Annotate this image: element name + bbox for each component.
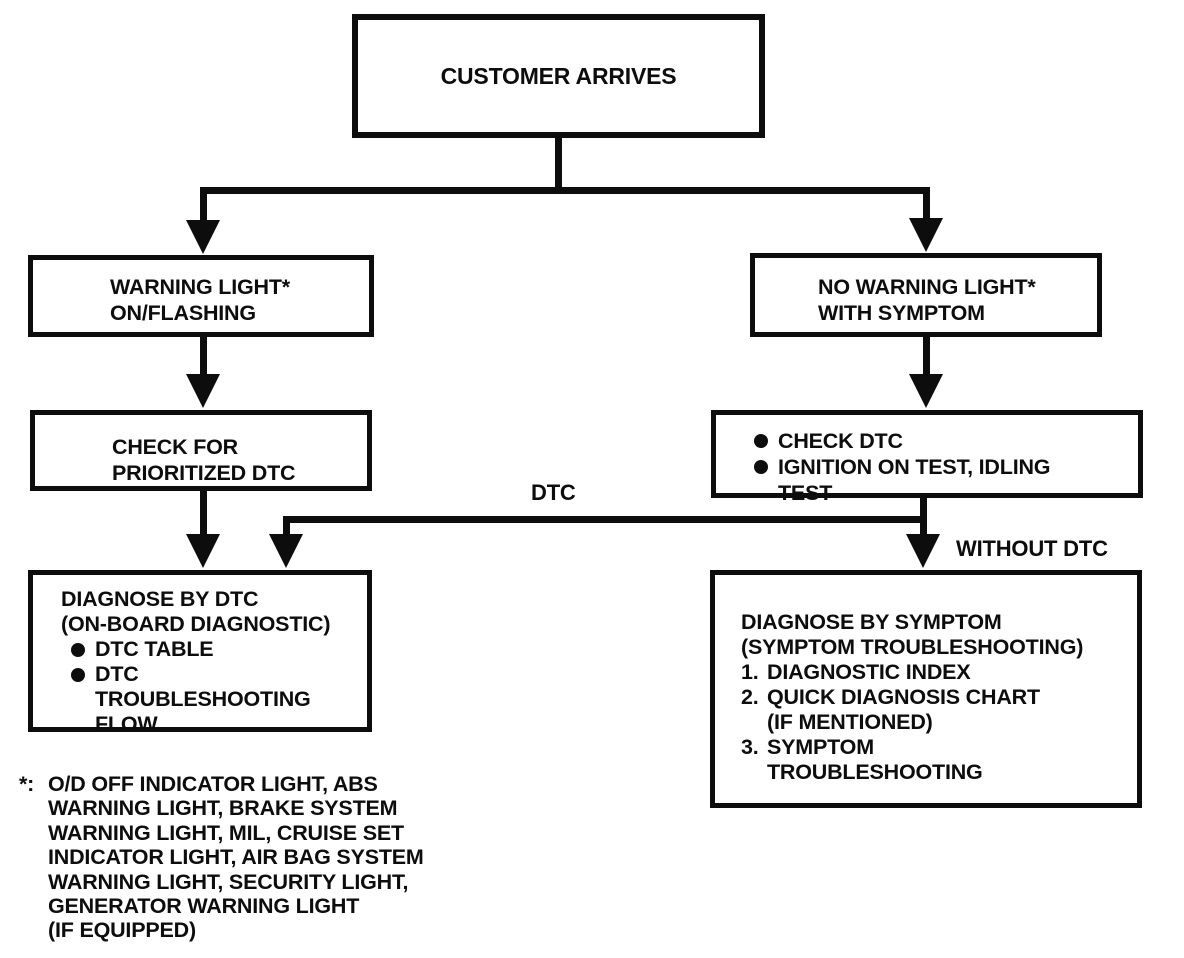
connector-dtc-horizontal — [283, 516, 927, 523]
connector-customer-to-branch — [555, 135, 562, 192]
node-diagnose-by-dtc: DIAGNOSE BY DTC (ON-BOARD DIAGNOSTIC) DT… — [28, 570, 372, 736]
bullet-icon — [71, 643, 85, 657]
connector-checkdtc-to-symptom — [920, 496, 927, 539]
item-text-line: DIAGNOSTIC INDEX — [767, 660, 971, 684]
item-number: 1. — [741, 660, 759, 684]
edge-label-dtc: DTC — [531, 480, 576, 505]
bullet-text-line: TEST — [778, 481, 833, 505]
footnote-line: WARNING LIGHT, MIL, CRUISE SET — [48, 820, 404, 845]
node-check-dtc-tests: CHECK DTC IGNITION ON TEST, IDLING TEST — [711, 410, 1143, 505]
arrow-down-icon — [186, 534, 220, 568]
footnote-line: O/D OFF INDICATOR LIGHT, ABS — [48, 772, 378, 796]
node-heading-line: (SYMPTOM TROUBLESHOOTING) — [741, 635, 1084, 659]
footnote: *: O/D OFF INDICATOR LIGHT, ABS WARNING … — [19, 772, 424, 943]
bullet-icon — [754, 434, 768, 448]
arrow-down-icon — [186, 374, 220, 408]
node-label-line: CHECK FOR — [112, 435, 239, 459]
item-text-line: QUICK DIAGNOSIS CHART — [767, 685, 1040, 709]
item-text-line: TROUBLESHOOTING — [767, 760, 983, 784]
bullet-item: DTC TROUBLESHOOTING FLOW — [71, 662, 367, 737]
numbered-item: 2. QUICK DIAGNOSIS CHART (IF MENTIONED) — [741, 685, 1137, 735]
footnote-line: WARNING LIGHT, SECURITY LIGHT, — [48, 869, 409, 894]
bullet-text-line: CHECK DTC — [778, 429, 903, 453]
connector-branch-right-drop — [923, 189, 930, 225]
node-heading-line: DIAGNOSE BY SYMPTOM — [741, 610, 1002, 634]
node-diagnose-by-symptom: DIAGNOSE BY SYMPTOM (SYMPTOM TROUBLESHOO… — [710, 570, 1142, 808]
node-label-line: WARNING LIGHT* — [110, 275, 290, 299]
bullet-text-line: FLOW — [95, 712, 158, 736]
arrow-down-icon — [269, 534, 303, 568]
node-label-line: ON/FLASHING — [110, 301, 256, 325]
bullet-item: CHECK DTC — [754, 428, 1138, 454]
node-check-for-prioritized-dtc: CHECK FOR PRIORITIZED DTC — [30, 410, 372, 491]
footnote-line: WARNING LIGHT, BRAKE SYSTEM — [48, 796, 398, 821]
bullet-icon — [754, 460, 768, 474]
footnote-line: INDICATOR LIGHT, AIR BAG SYSTEM — [48, 845, 424, 870]
numbered-item: 3. SYMPTOM TROUBLESHOOTING — [741, 735, 1137, 785]
node-warning-light-on-flashing: WARNING LIGHT* ON/FLASHING — [28, 255, 374, 337]
node-label-line: NO WARNING LIGHT* — [818, 275, 1036, 299]
bullet-item: DTC TABLE — [71, 637, 367, 662]
bullet-text-line: TROUBLESHOOTING — [95, 687, 311, 711]
node-label-line: WITH SYMPTOM — [818, 301, 985, 325]
item-number: 3. — [741, 735, 759, 759]
node-no-warning-light-with-symptom: NO WARNING LIGHT* WITH SYMPTOM — [750, 253, 1102, 337]
node-label-line: PRIORITIZED DTC — [112, 461, 296, 485]
node-heading-line: (ON-BOARD DIAGNOSTIC) — [61, 612, 331, 636]
bullet-item: IGNITION ON TEST, IDLING TEST — [754, 454, 1138, 506]
connector-warning-to-check — [200, 334, 207, 379]
connector-branch-horizontal — [200, 187, 930, 194]
bullet-text-line: DTC — [95, 662, 139, 686]
edge-label-without-dtc: WITHOUT DTC — [956, 536, 1108, 561]
footnote-text: O/D OFF INDICATOR LIGHT, ABS WARNING LIG… — [48, 772, 424, 943]
node-customer-arrives: CUSTOMER ARRIVES — [352, 14, 765, 138]
arrow-down-icon — [909, 218, 943, 252]
arrow-down-icon — [186, 220, 220, 254]
item-text-line: SYMPTOM — [767, 735, 874, 759]
arrow-down-icon — [906, 534, 940, 568]
footnote-marker: *: — [19, 772, 35, 796]
connector-branch-left-drop — [200, 189, 207, 225]
bullet-text-line: IGNITION ON TEST, IDLING — [778, 455, 1051, 479]
item-number: 2. — [741, 685, 759, 709]
item-text-line: (IF MENTIONED) — [767, 710, 933, 734]
footnote-line: (IF EQUIPPED) — [48, 918, 196, 943]
arrow-down-icon — [909, 374, 943, 408]
footnote-line: GENERATOR WARNING LIGHT — [48, 894, 360, 919]
connector-nowarning-to-checkdtc — [923, 334, 930, 379]
numbered-item: 1. DIAGNOSTIC INDEX — [741, 660, 1137, 685]
connector-check-to-diagnose-dtc — [200, 489, 207, 539]
bullet-icon — [71, 668, 85, 682]
connector-dtc-left-drop — [283, 517, 290, 541]
node-heading-line: DIAGNOSE BY DTC — [61, 587, 259, 611]
node-label: CUSTOMER ARRIVES — [440, 63, 677, 89]
bullet-text-line: DTC TABLE — [95, 637, 214, 661]
